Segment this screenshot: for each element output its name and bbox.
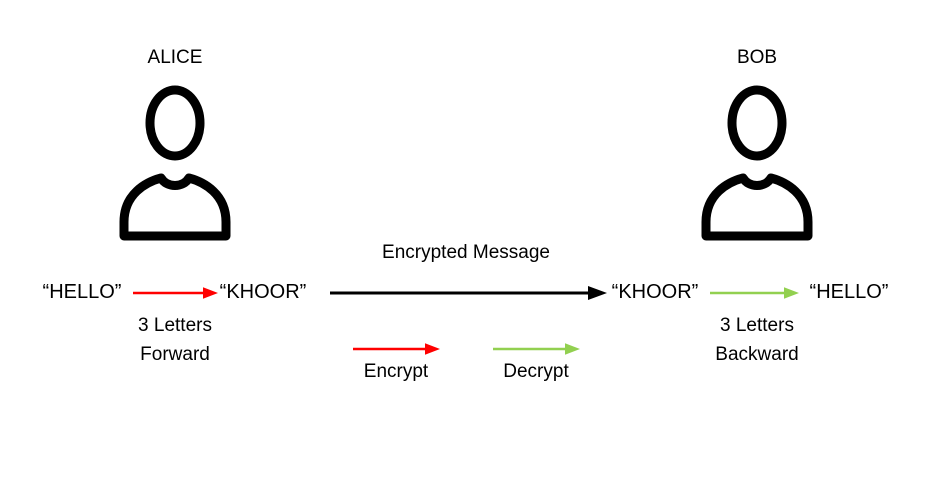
alice-plaintext: “HELLO” <box>42 281 122 303</box>
alice-person-icon <box>110 84 240 242</box>
decrypt-arrow-icon <box>710 285 800 301</box>
encrypt-arrow-icon <box>133 285 219 301</box>
bob-plaintext: “HELLO” <box>809 281 889 303</box>
bob-ciphertext: “KHOOR” <box>611 281 699 303</box>
bob-shift-rule: 3 Letters Backward <box>715 311 798 370</box>
legend-decrypt-arrow-icon <box>493 341 581 357</box>
encrypted-message-label: Encrypted Message <box>382 242 550 263</box>
legend-decrypt-label: Decrypt <box>503 361 569 382</box>
alice-shift-rule: 3 Letters Forward <box>138 311 212 370</box>
person-icon <box>119 85 231 241</box>
legend-encrypt-arrow-icon <box>353 341 441 357</box>
message-arrow-icon <box>330 284 608 302</box>
alice-shift-rule-line1: 3 Letters <box>138 315 212 336</box>
bob-person-icon <box>692 84 822 242</box>
alice-ciphertext: “KHOOR” <box>219 281 307 303</box>
bob-shift-rule-line1: 3 Letters <box>720 315 794 336</box>
person-icon <box>701 85 813 241</box>
bob-label: BOB <box>736 47 778 68</box>
alice-shift-rule-line2: Forward <box>140 344 210 366</box>
alice-label: ALICE <box>147 47 203 68</box>
bob-shift-rule-line2: Backward <box>715 344 799 366</box>
legend-encrypt-label: Encrypt <box>363 361 429 382</box>
